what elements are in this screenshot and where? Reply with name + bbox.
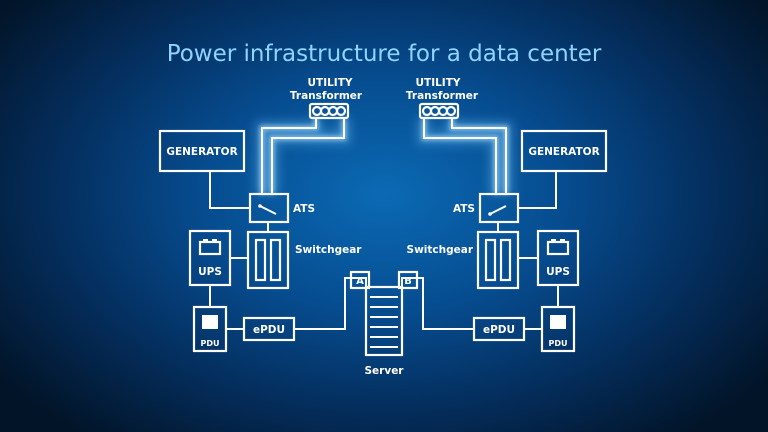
right-transformer-icon [418,102,460,120]
right-generator-line [518,171,557,209]
right-ats-switch [478,192,520,224]
left-ats-switch [248,192,290,224]
left-utility-line-1 [261,118,317,194]
right-utility-line-2 [451,118,507,194]
right-ats-label: ATS [453,203,475,215]
left-generator-line [209,171,250,209]
left-switchgear-label: Switchgear [295,244,362,256]
left-utility-line-2 [271,118,345,194]
left-ats-label: ATS [293,203,315,215]
left-utility-glow [255,118,351,194]
right-feed-label: B [404,276,412,287]
right-generator-box [520,129,608,173]
left-feed-box [349,270,371,290]
server-rack [364,285,404,357]
left-ups-label: UPS [198,266,222,278]
right-epdu-label: ePDU [483,324,515,336]
right-chain: UTILITY Transformer GENERATOR ATS Switch… [397,77,608,353]
left-feed-line [294,277,367,330]
left-generator-box [158,129,246,173]
left-pdu-label: PDU [201,339,220,348]
left-transformer-icon [308,102,350,120]
right-feed-line [401,277,474,330]
right-utility-label: UTILITY [416,77,461,89]
right-switchgear-label: Switchgear [407,244,474,256]
server-label: Server [364,365,404,377]
left-transformer-label: Transformer [290,90,363,102]
left-switchgear-box [246,230,290,290]
right-utility-glow [417,118,513,194]
left-generator-label: GENERATOR [166,146,237,158]
left-epdu-label: ePDU [253,324,285,336]
right-feed-box [397,270,419,290]
left-utility-label: UTILITY [308,77,353,89]
left-chain: UTILITY Transformer GENERATOR ATS Switch… [158,77,371,353]
left-feed-label: A [356,276,364,287]
right-ups-label: UPS [546,266,570,278]
right-utility-line-1 [423,118,497,194]
right-generator-label: GENERATOR [528,146,599,158]
right-transformer-label: Transformer [406,90,479,102]
page-title: Power infrastructure for a data center [167,41,602,67]
right-switchgear-box [476,230,520,290]
right-pdu-label: PDU [549,339,568,348]
